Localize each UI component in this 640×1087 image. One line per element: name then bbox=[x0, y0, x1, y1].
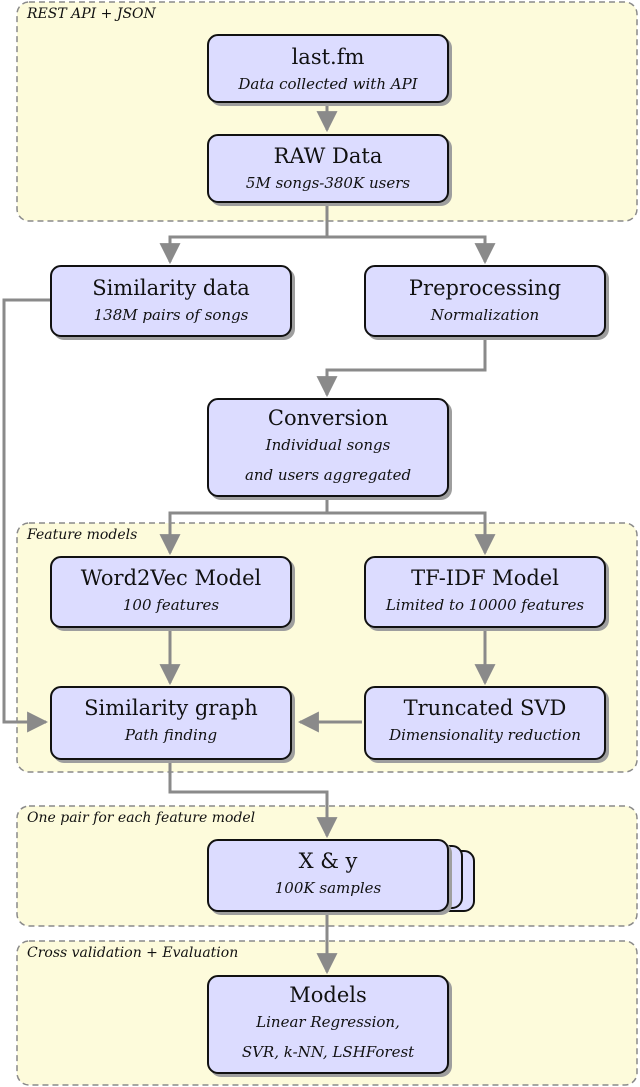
node-models-subtitle-1: Linear Regression, bbox=[256, 1013, 400, 1031]
node-tfidf-subtitle: Limited to 10000 features bbox=[385, 596, 585, 614]
node-word2vec-subtitle: 100 features bbox=[122, 596, 220, 614]
node-lastfm-title: last.fm bbox=[291, 45, 365, 69]
node-conversion: Conversion Individual songs and users ag… bbox=[207, 398, 449, 497]
node-truncated-svd-title: Truncated SVD bbox=[403, 696, 567, 720]
node-models-title: Models bbox=[289, 983, 367, 1007]
node-xy-subtitle: 100K samples bbox=[274, 879, 382, 897]
group-label-features: Feature models bbox=[27, 527, 138, 543]
node-conversion-subtitle-2: and users aggregated bbox=[244, 466, 412, 484]
group-label-pairs: One pair for each feature model bbox=[27, 810, 256, 826]
node-raw-data-subtitle: 5M songs-380K users bbox=[245, 174, 411, 192]
node-lastfm-subtitle: Data collected with API bbox=[238, 75, 418, 93]
edge-simgraph-xy bbox=[168, 760, 338, 839]
group-label-cv: Cross validation + Evaluation bbox=[27, 945, 239, 961]
edge-raw-similarity bbox=[159, 203, 329, 265]
node-preprocessing: Preprocessing Normalization bbox=[364, 265, 606, 337]
node-similarity-graph: Similarity graph Path finding bbox=[50, 686, 292, 760]
node-truncated-svd-subtitle: Dimensionality reduction bbox=[389, 726, 581, 744]
node-conversion-subtitle-1: Individual songs bbox=[265, 436, 391, 454]
node-similarity-data-subtitle: 138M pairs of songs bbox=[93, 306, 249, 324]
node-xy-title: X & y bbox=[298, 849, 358, 873]
node-tfidf: TF-IDF Model Limited to 10000 features bbox=[364, 556, 606, 628]
node-preprocessing-subtitle: Normalization bbox=[430, 306, 540, 324]
edge-preprocessing-conversion bbox=[316, 338, 487, 398]
node-models: Models Linear Regression, SVR, k-NN, LSH… bbox=[207, 975, 449, 1074]
node-truncated-svd: Truncated SVD Dimensionality reduction bbox=[364, 686, 606, 760]
node-preprocessing-title: Preprocessing bbox=[408, 276, 562, 300]
node-raw-data: RAW Data 5M songs-380K users bbox=[207, 134, 449, 203]
node-word2vec-title: Word2Vec Model bbox=[80, 566, 262, 590]
node-conversion-title: Conversion bbox=[267, 406, 389, 430]
edge-similarity-simgraph bbox=[2, 298, 50, 733]
node-models-subtitle-2: SVR, k-NN, LSHForest bbox=[241, 1043, 415, 1061]
node-similarity-graph-subtitle: Path finding bbox=[124, 726, 218, 744]
edge-conversion-word2vec bbox=[159, 497, 329, 556]
node-raw-data-title: RAW Data bbox=[273, 144, 383, 168]
node-word2vec: Word2Vec Model 100 features bbox=[50, 556, 292, 628]
node-tfidf-title: TF-IDF Model bbox=[411, 566, 559, 590]
node-similarity-graph-title: Similarity graph bbox=[84, 696, 258, 720]
node-lastfm: last.fm Data collected with API bbox=[207, 34, 449, 103]
group-label-rest: REST API + JSON bbox=[27, 6, 156, 22]
edge-conversion-tfidf bbox=[327, 511, 496, 556]
node-similarity-data: Similarity data 138M pairs of songs bbox=[50, 265, 292, 337]
edge-raw-preprocessing bbox=[327, 235, 496, 265]
node-xy: X & y 100K samples bbox=[207, 839, 449, 912]
node-similarity-data-title: Similarity data bbox=[92, 276, 250, 300]
